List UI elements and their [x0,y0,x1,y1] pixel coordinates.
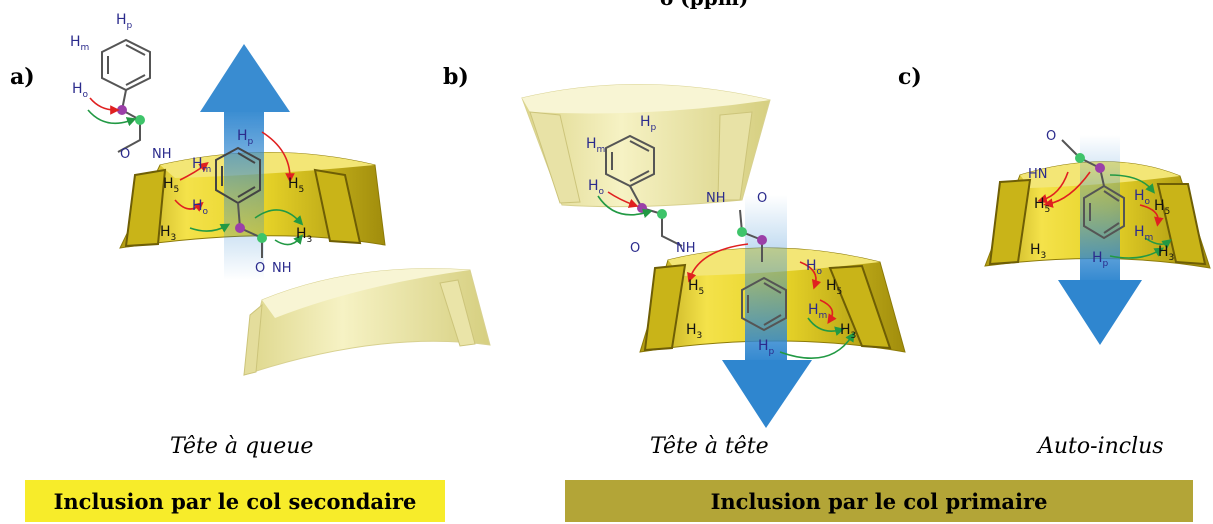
caption-b: Tête à tête [650,434,769,459]
blue-arrow-c [1058,135,1142,345]
svg-text:O: O [1046,129,1056,144]
caption-a: Tête à queue [170,434,314,459]
svg-text:Hm: Hm [70,34,89,53]
banner-secondary-rim: Inclusion par le col secondaire [25,480,445,522]
svg-text:HN: HN [1028,167,1048,182]
svg-text:NH: NH [272,261,292,276]
panel-b-scene: NH O O NH Hp Hm Ho Ho Hm Hp H5 H3 H5 H3 [521,84,906,428]
blue-arrow-a [200,44,290,280]
pale-cyclodextrin-a [243,268,491,376]
svg-text:Ho: Ho [72,81,89,100]
panel-label-b: b) [443,64,469,90]
clipped-axis-text: δ (ppm) [660,0,748,10]
pale-cyclodextrin-b [521,84,771,208]
panel-label-c: c) [898,64,922,90]
panel-c-scene: O HN Ho Hm Hp H5 H3 H5 H3 [984,129,1211,345]
svg-text:NH: NH [676,241,696,256]
blue-arrow-b [722,195,812,428]
svg-text:NH: NH [152,147,172,162]
svg-text:O: O [630,241,640,256]
svg-text:O: O [255,261,265,276]
panel-label-a: a) [10,64,35,90]
svg-text:O: O [757,191,767,206]
banner-primary-rim: Inclusion par le col primaire [565,480,1193,522]
caption-c: Auto-inclus [1038,434,1164,459]
svg-text:Hp: Hp [116,12,133,31]
panel-a-scene: O NH O NH Hp Hm Ho Hp Hm Ho H5 H3 H5 H3 [70,12,491,376]
svg-text:NH: NH [706,191,726,206]
svg-text:O: O [120,147,130,162]
